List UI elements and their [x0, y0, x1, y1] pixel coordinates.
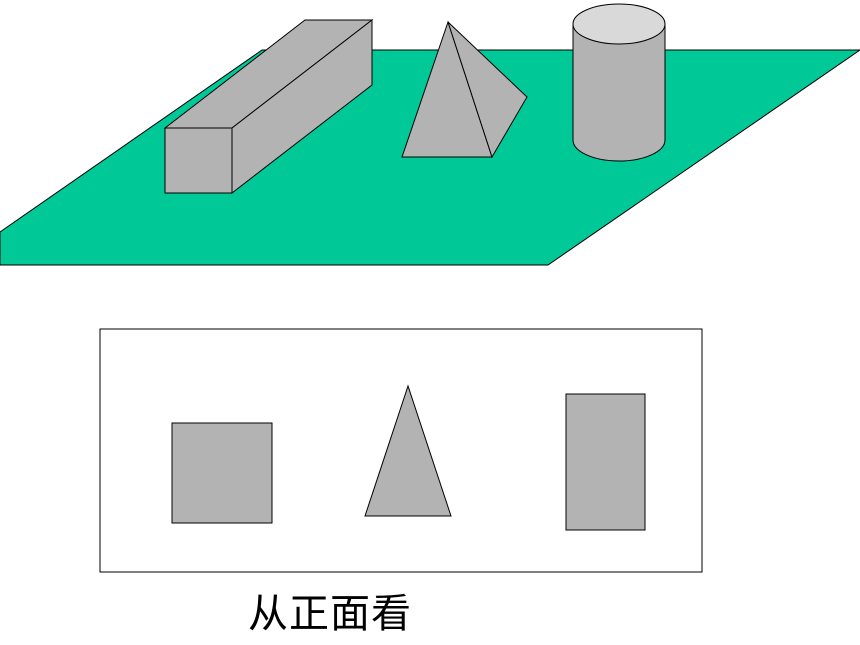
front-view-square	[171, 422, 273, 524]
pyramid-right-face	[447, 21, 528, 159]
cylinder	[572, 3, 666, 162]
rectangular-prism	[163, 18, 374, 195]
cylinder-body	[572, 23, 666, 162]
cylinder-top	[572, 3, 666, 45]
pyramid	[401, 20, 528, 159]
view-direction-caption: 从正面看	[248, 591, 412, 637]
prism-front-face	[164, 127, 233, 194]
front-view-triangle	[364, 384, 452, 517]
front-view-rectangle	[565, 393, 646, 531]
